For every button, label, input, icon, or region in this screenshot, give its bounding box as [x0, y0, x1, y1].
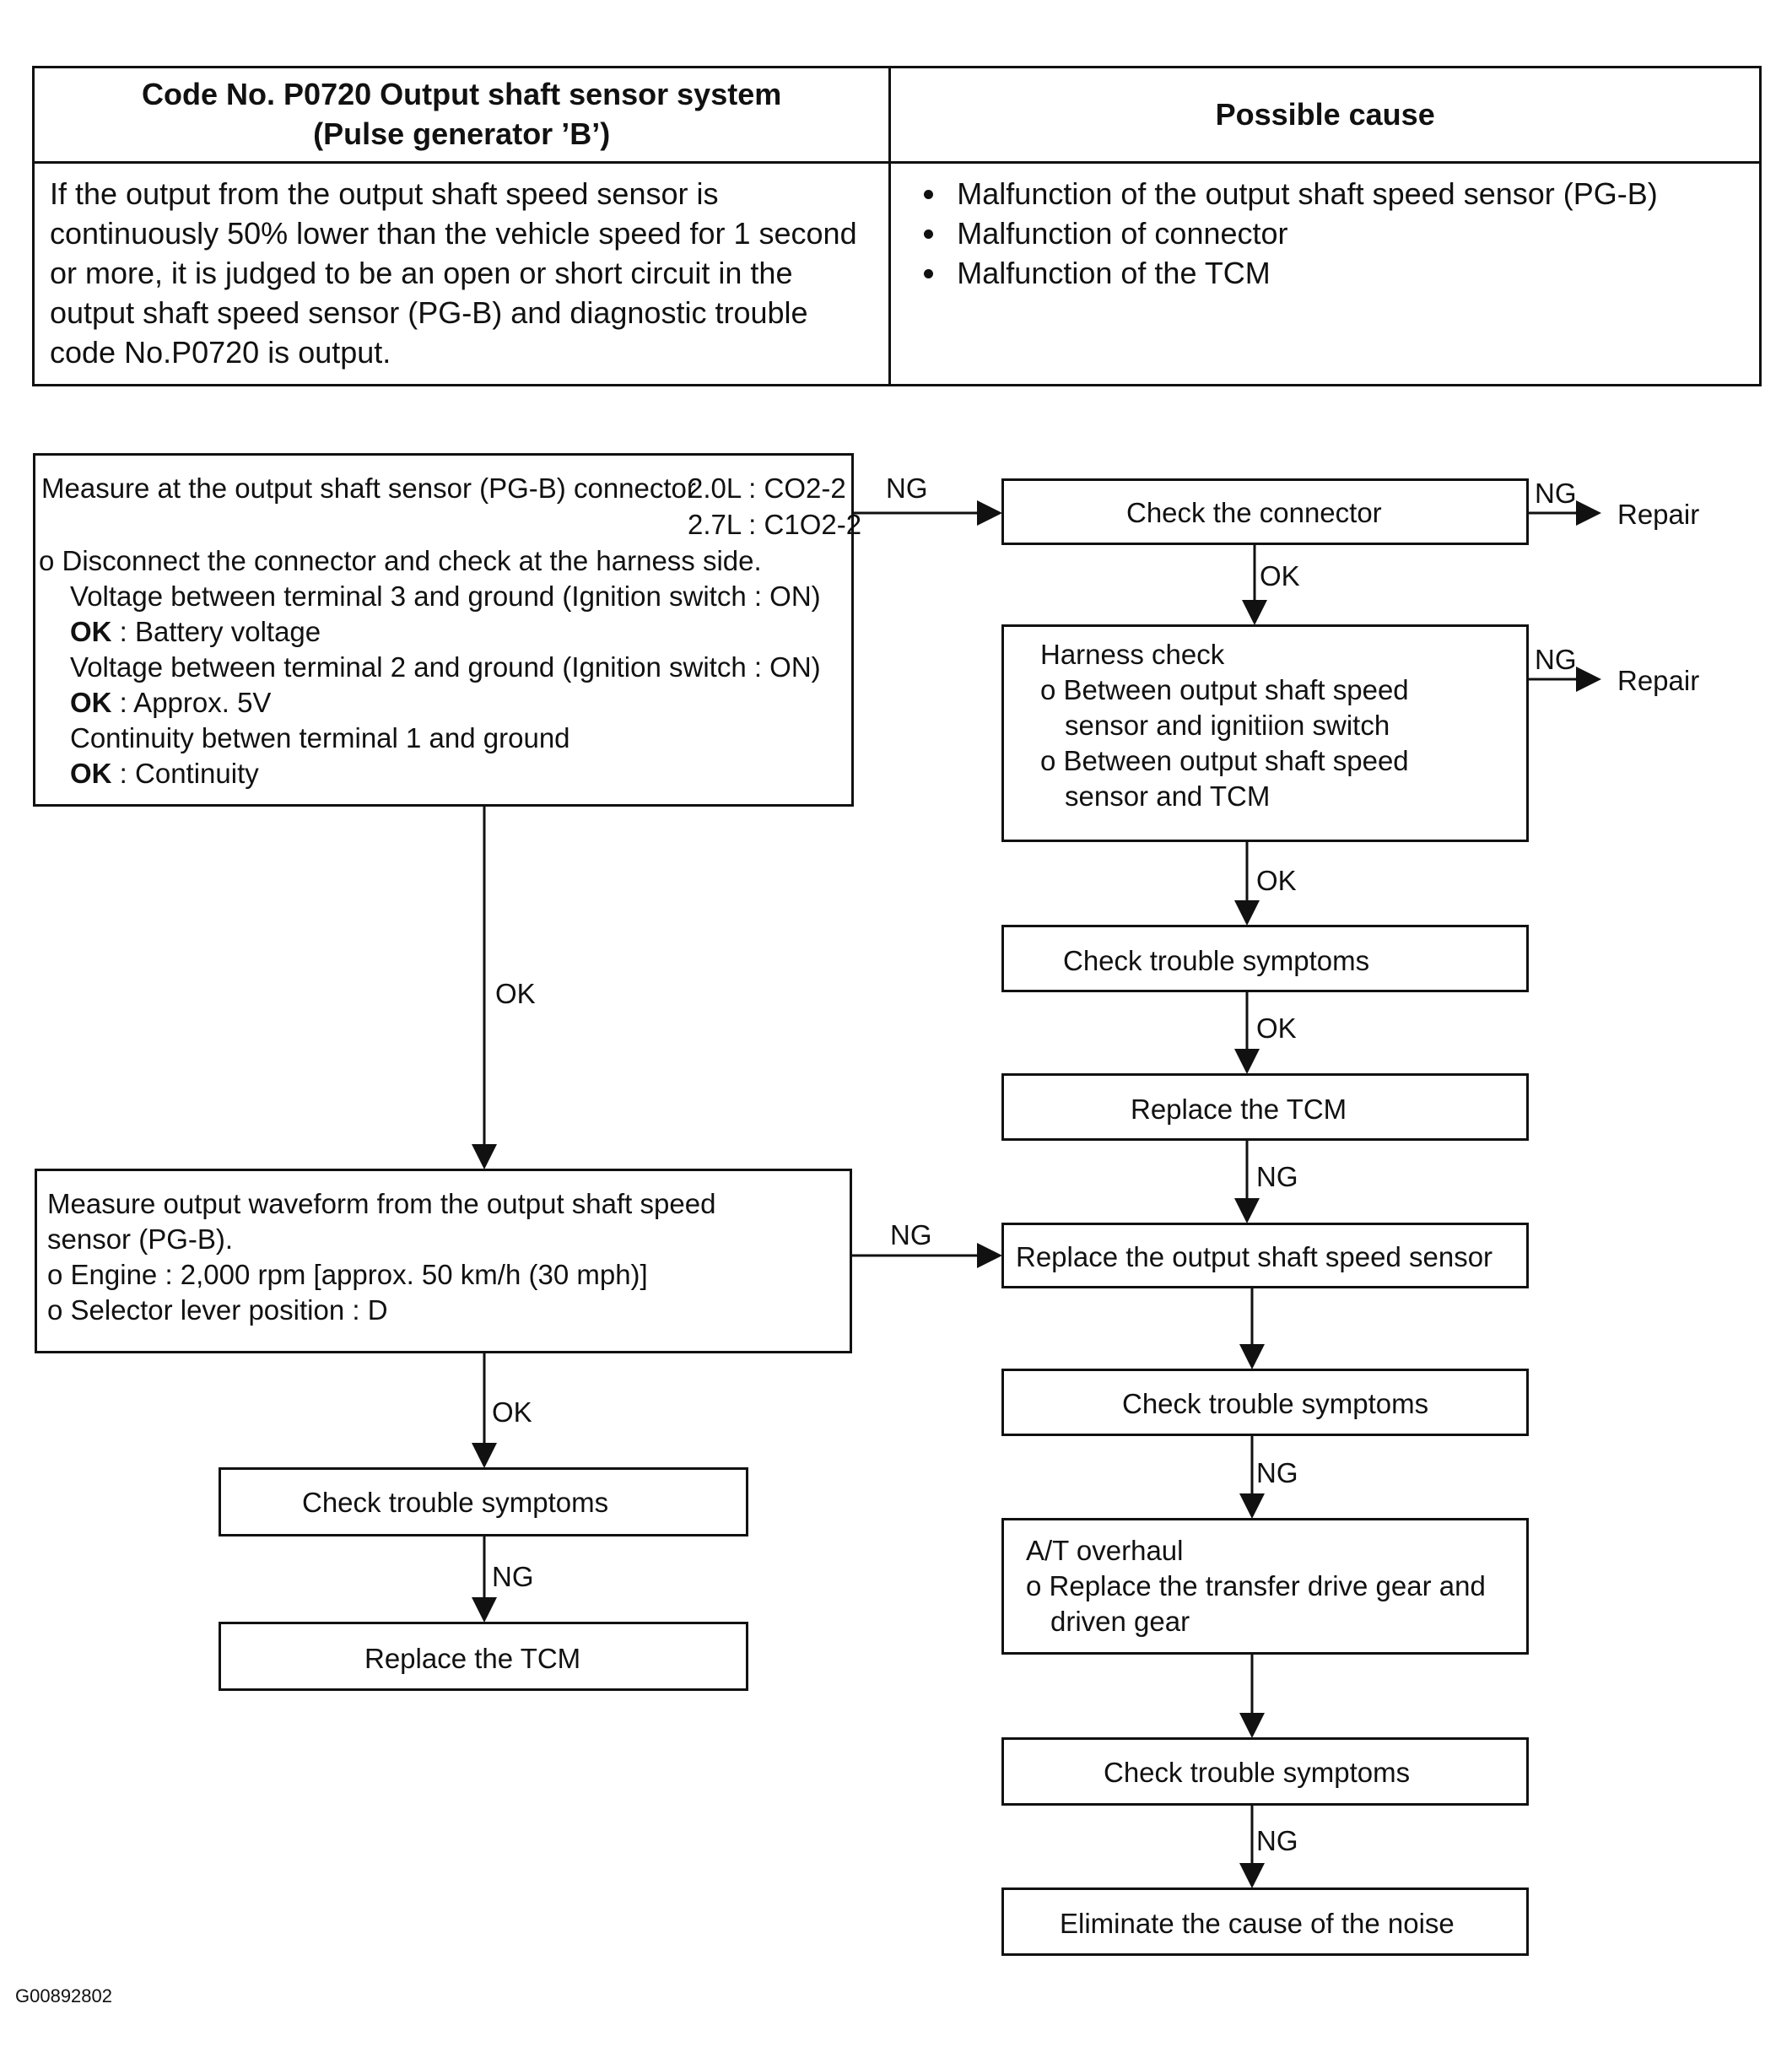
- label-ng: NG: [1535, 478, 1577, 509]
- at-overhaul-box: A/T overhaul o Replace the transfer driv…: [1001, 1518, 1529, 1655]
- measure-ok-battery: OK : Battery voltage: [70, 616, 321, 647]
- measure-connector-title: Measure at the output shaft sensor (PG-B…: [41, 473, 696, 504]
- measure-ok-continuity: OK : Continuity: [70, 758, 259, 789]
- eliminate-noise-text: Eliminate the cause of the noise: [1060, 1908, 1455, 1939]
- waveform-line2: sensor (PG-B).: [47, 1223, 234, 1255]
- label-repair: Repair: [1617, 499, 1700, 530]
- measure-step-terminal1: Continuity betwen terminal 1 and ground: [70, 722, 570, 753]
- label-repair: Repair: [1617, 665, 1700, 696]
- check-symptoms-left-text: Check trouble symptoms: [302, 1487, 609, 1518]
- label-ok: OK: [1260, 560, 1300, 591]
- replace-sensor-text: Replace the output shaft speed sensor: [1016, 1241, 1493, 1272]
- label-ng: NG: [886, 473, 928, 504]
- waveform-line3: o Engine : 2,000 rpm [approx. 50 km/h (3…: [47, 1259, 648, 1290]
- replace-tcm-left-text: Replace the TCM: [364, 1643, 581, 1674]
- harness-item2-line1: o Between output shaft speed: [1040, 745, 1409, 776]
- waveform-line1: Measure output waveform from the output …: [47, 1188, 716, 1219]
- replace-tcm-right-text: Replace the TCM: [1131, 1094, 1347, 1125]
- check-symptoms-1-box: Check trouble symptoms: [1001, 925, 1529, 992]
- connector-2-7l: 2.7L : C1O2-2: [688, 509, 862, 540]
- replace-tcm-right-box: Replace the TCM: [1001, 1073, 1529, 1141]
- harness-item1-line2: sensor and ignitiion switch: [1065, 710, 1390, 741]
- measure-connector-box: Measure at the output shaft sensor (PG-B…: [33, 453, 861, 807]
- code-table: Code No. P0720 Output shaft sensor syste…: [31, 66, 1762, 386]
- causes-cell: Malfunction of the output shaft speed se…: [888, 161, 1762, 386]
- label-ng: NG: [1256, 1161, 1298, 1192]
- check-symptoms-left-box: Check trouble symptoms: [219, 1467, 748, 1536]
- label-ng: NG: [492, 1561, 534, 1592]
- measure-waveform-box: Measure output waveform from the output …: [35, 1169, 852, 1353]
- label-ng: NG: [890, 1219, 932, 1250]
- code-title-cell: Code No. P0720 Output shaft sensor syste…: [31, 66, 892, 164]
- possible-cause-header: Possible cause: [888, 66, 1762, 164]
- code-title-line2: (Pulse generator ’B’): [313, 116, 611, 151]
- replace-sensor-box: Replace the output shaft speed sensor: [1001, 1223, 1529, 1288]
- at-overhaul-title: A/T overhaul: [1026, 1535, 1184, 1566]
- eliminate-noise-box: Eliminate the cause of the noise: [1001, 1887, 1529, 1956]
- measure-step-terminal2: Voltage between terminal 2 and ground (I…: [70, 651, 821, 683]
- check-symptoms-3-text: Check trouble symptoms: [1104, 1757, 1411, 1788]
- label-ng: NG: [1256, 1457, 1298, 1488]
- cause-item: Malfunction of connector: [948, 213, 1744, 253]
- label-ng: NG: [1535, 644, 1577, 675]
- label-ok: OK: [1256, 865, 1297, 896]
- harness-check-box: Harness check o Between output shaft spe…: [1001, 624, 1529, 842]
- label-ok: OK: [1256, 1013, 1297, 1044]
- measure-ok-5v: OK : Approx. 5V: [70, 687, 272, 718]
- label-ok: OK: [495, 978, 536, 1009]
- harness-item1-line1: o Between output shaft speed: [1040, 674, 1409, 705]
- connector-2-0l: 2.0L : CO2-2: [688, 473, 846, 504]
- harness-check-title: Harness check: [1040, 639, 1225, 670]
- code-title-line1: Code No. P0720 Output shaft sensor syste…: [142, 77, 782, 112]
- causes-list: Malfunction of the output shaft speed se…: [906, 174, 1744, 293]
- at-overhaul-item-line1: o Replace the transfer drive gear and: [1026, 1570, 1486, 1601]
- check-symptoms-2-text: Check trouble symptoms: [1122, 1388, 1429, 1419]
- label-ng: NG: [1256, 1825, 1298, 1856]
- check-symptoms-1-text: Check trouble symptoms: [1063, 945, 1370, 976]
- check-connector-box: Check the connector: [1001, 478, 1529, 545]
- check-symptoms-3-box: Check trouble symptoms: [1001, 1737, 1529, 1806]
- cause-item: Malfunction of the TCM: [948, 253, 1744, 293]
- check-symptoms-2-box: Check trouble symptoms: [1001, 1369, 1529, 1436]
- harness-item2-line2: sensor and TCM: [1065, 780, 1271, 812]
- at-overhaul-item-line2: driven gear: [1050, 1606, 1190, 1637]
- code-description: If the output from the output shaft spee…: [31, 161, 892, 386]
- waveform-line4: o Selector lever position : D: [47, 1294, 388, 1326]
- replace-tcm-left-box: Replace the TCM: [219, 1622, 748, 1691]
- check-connector-text: Check the connector: [1126, 497, 1382, 528]
- cause-item: Malfunction of the output shaft speed se…: [948, 174, 1744, 213]
- measure-step-terminal3: Voltage between terminal 3 and ground (I…: [70, 581, 821, 612]
- measure-step-disconnect: o Disconnect the connector and check at …: [39, 545, 762, 576]
- label-ok: OK: [492, 1396, 532, 1428]
- figure-code: G00892802: [15, 1985, 112, 2006]
